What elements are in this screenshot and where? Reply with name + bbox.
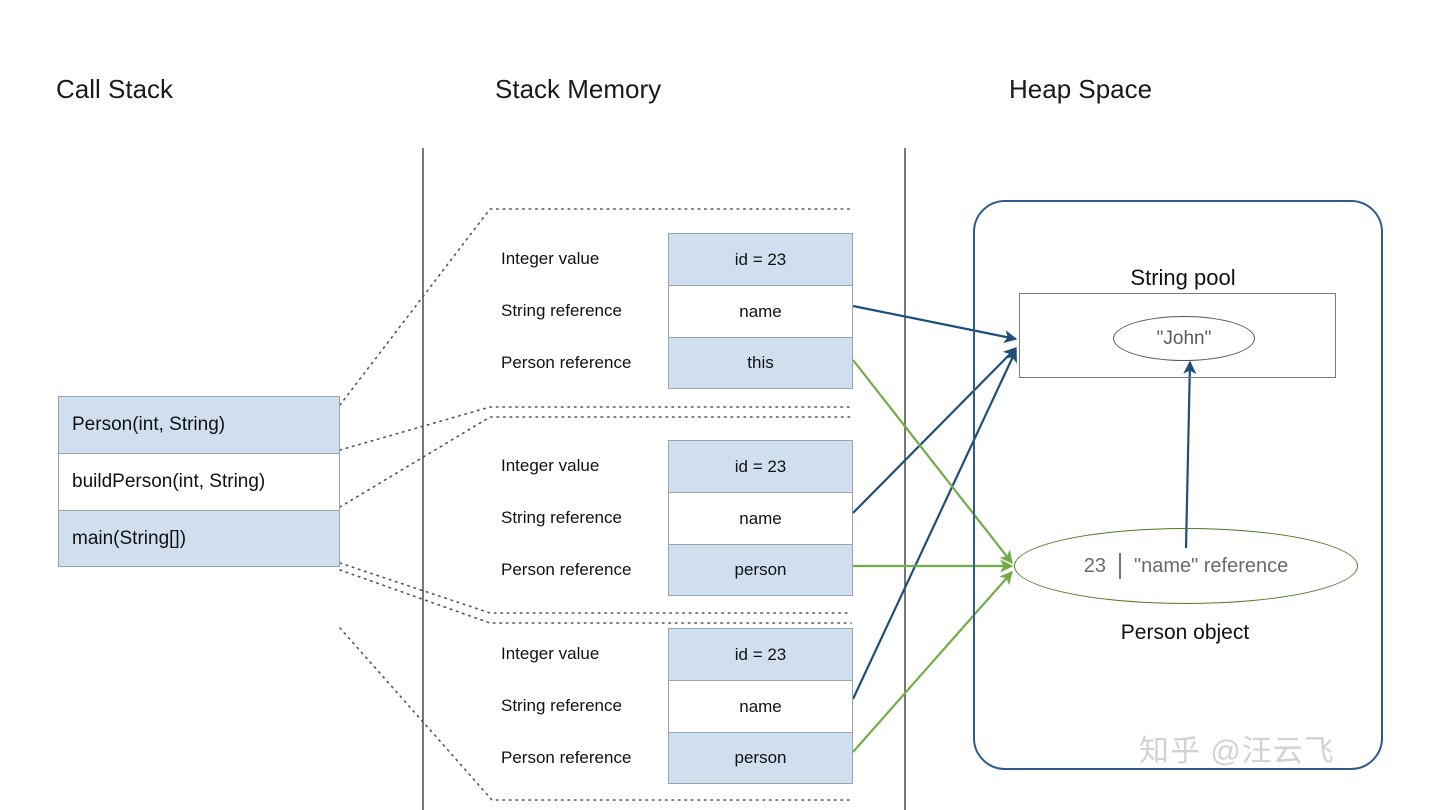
row-label-integer: Integer value bbox=[501, 456, 600, 475]
row-label-string: String reference bbox=[501, 508, 622, 527]
person-object-ellipse[interactable]: 23 "name" reference bbox=[1014, 528, 1358, 604]
arrow-name-ref-1 bbox=[852, 304, 1018, 344]
arrow-person-ref-3 bbox=[852, 571, 1013, 753]
leader-frame-2 bbox=[339, 416, 852, 614]
call-stack-frame-label: Person(int, String) bbox=[72, 414, 226, 435]
call-stack-header: Call Stack bbox=[56, 74, 174, 104]
heap-space-container bbox=[973, 200, 1383, 770]
call-stack-frame-label: main(String[]) bbox=[72, 527, 187, 549]
row-label-integer: Integer value bbox=[501, 644, 600, 663]
call-stack-frame-buildperson[interactable]: buildPerson(int, String) bbox=[58, 453, 340, 510]
call-stack-frame-main[interactable]: main(String[]) bbox=[58, 510, 340, 567]
cell-integer-value[interactable]: id = 23 bbox=[668, 440, 853, 492]
stack-frame-2: Integer value String reference Person re… bbox=[501, 440, 853, 596]
watermark: 知乎 @汪云飞 bbox=[1139, 735, 1335, 768]
person-object-caption: Person object bbox=[1120, 621, 1250, 644]
stack-memory-header: Stack Memory bbox=[495, 74, 662, 104]
row-label-string: String reference bbox=[501, 301, 622, 320]
arrow-name-ref-3 bbox=[852, 348, 1017, 700]
call-stack-frame-person[interactable]: Person(int, String) bbox=[58, 396, 340, 453]
cell-string-ref[interactable]: name bbox=[668, 285, 853, 337]
row-label-string: String reference bbox=[501, 696, 622, 715]
row-label-person: Person reference bbox=[501, 353, 632, 372]
person-object-id: 23 bbox=[1083, 554, 1106, 577]
string-pool-box bbox=[1019, 293, 1336, 378]
string-pool-title: String pool bbox=[1130, 265, 1236, 290]
stack-frame-3: Integer value String reference Person re… bbox=[501, 628, 853, 784]
stack-frame-1: Integer value String reference Person re… bbox=[501, 233, 853, 389]
arrow-person-name-to-john bbox=[1183, 360, 1197, 549]
person-object-name-ref: "name" reference bbox=[1133, 554, 1289, 577]
cell-integer-value[interactable]: id = 23 bbox=[668, 628, 853, 680]
row-label-person: Person reference bbox=[501, 748, 632, 767]
arrow-name-ref-2 bbox=[852, 347, 1017, 514]
call-stack-frame-label: buildPerson(int, String) bbox=[72, 471, 266, 492]
cell-string-ref[interactable]: name bbox=[668, 492, 853, 544]
cell-string-ref[interactable]: name bbox=[668, 680, 853, 732]
cell-person-ref[interactable]: person bbox=[668, 544, 853, 596]
leader-frame-1 bbox=[339, 208, 852, 451]
cell-person-ref[interactable]: this bbox=[668, 337, 853, 389]
cell-integer-value[interactable]: id = 23 bbox=[668, 233, 853, 285]
heap-space-header: Heap Space bbox=[1009, 74, 1153, 104]
leader-frame-3 bbox=[339, 569, 852, 801]
row-label-person: Person reference bbox=[501, 560, 632, 579]
call-stack-table: Person(int, String) buildPerson(int, Str… bbox=[58, 396, 340, 567]
arrow-person-ref-1 bbox=[852, 359, 1013, 565]
string-literal-john[interactable]: "John" bbox=[1113, 316, 1255, 361]
field-divider bbox=[1118, 553, 1121, 579]
cell-person-ref[interactable]: person bbox=[668, 732, 853, 784]
row-label-integer: Integer value bbox=[501, 249, 600, 268]
